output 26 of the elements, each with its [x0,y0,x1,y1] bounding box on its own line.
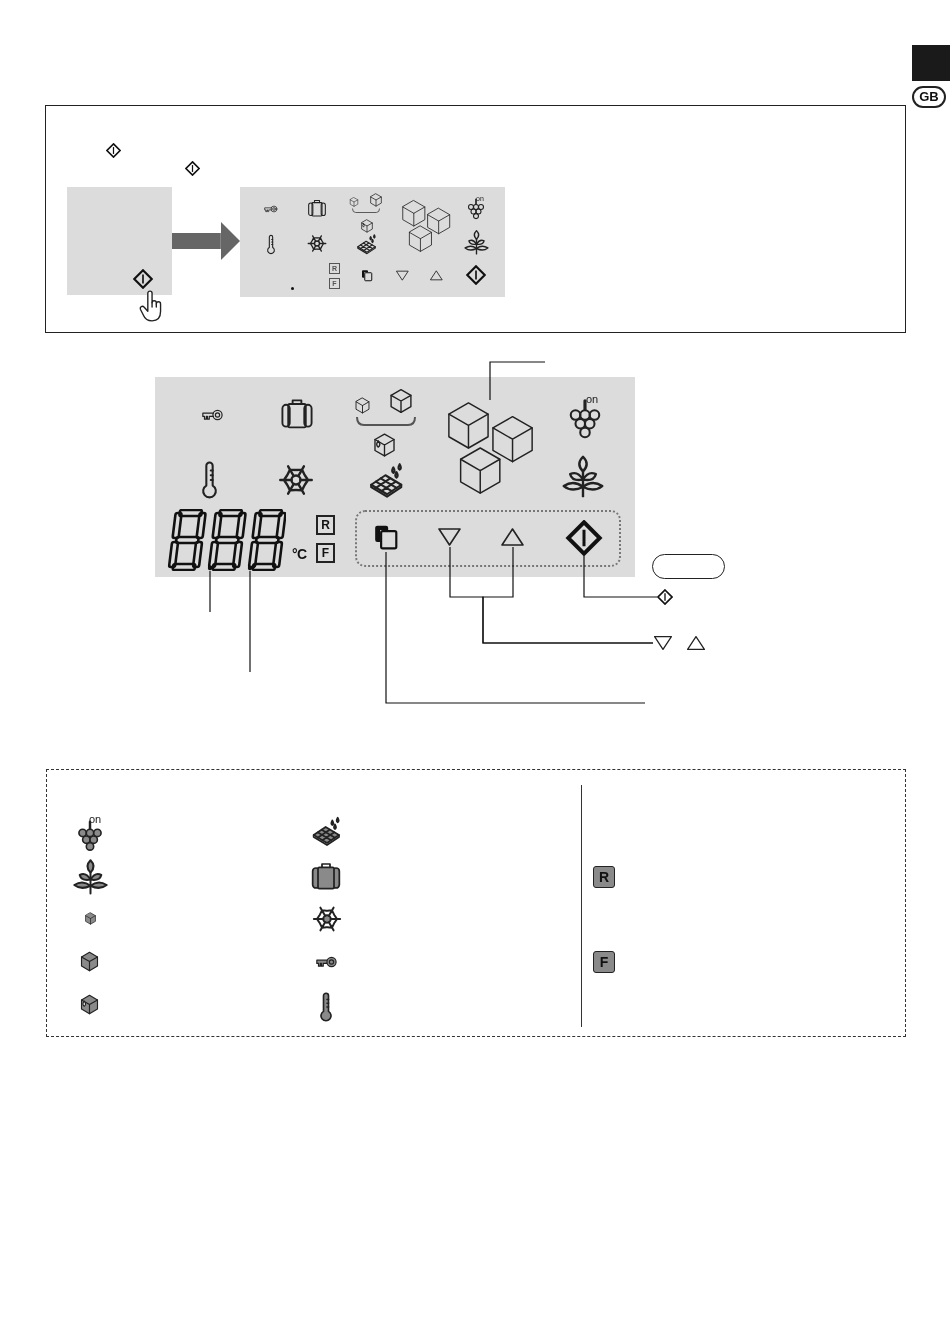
leader-line [209,570,211,613]
leader-line [249,570,251,673]
up-triangle-icon [500,527,525,547]
control-panel [67,187,172,295]
indicator-key: F [593,951,615,973]
button-group-outline [355,510,621,567]
down-triangle-icon [437,527,462,547]
leader-line [482,546,654,644]
control-panel [155,377,635,577]
unit-label: °C [292,547,308,563]
on-off-icon [657,589,673,605]
control-panel [240,187,505,297]
on-off-icon [565,520,603,556]
indicator-key: R [593,866,615,888]
pill-outline [652,554,725,579]
leader-line [583,555,658,598]
down-triangle-icon [653,635,673,651]
indicator-key: F [316,543,335,563]
leader-line [385,551,646,704]
leader-line [489,361,546,401]
language-badge: GB [912,86,946,108]
icon-text: on [89,814,103,826]
up-triangle-icon [686,635,706,651]
icon-text: on [586,394,600,406]
indicator-key: R [316,515,335,535]
arrow [172,221,240,261]
